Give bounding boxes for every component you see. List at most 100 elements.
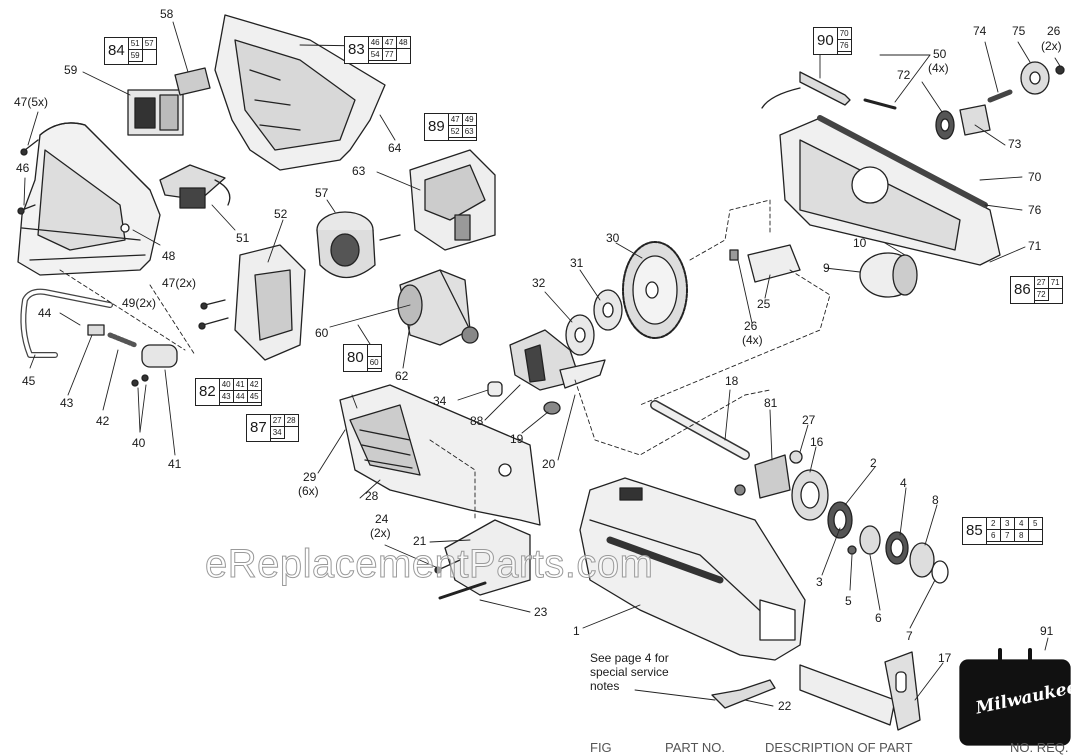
kit-part: 70	[837, 28, 851, 40]
kit-part: 3	[1000, 518, 1015, 530]
part-label: (2x)	[1041, 39, 1062, 53]
part-label: 1	[573, 624, 580, 638]
leader-lines	[23, 21, 1061, 707]
part-label: 28	[365, 489, 379, 503]
kit-box-82: 82 40 41 42 43 44 45	[195, 378, 262, 406]
part-label: 73	[1008, 137, 1022, 151]
kit-box-86: 86 27 71 72	[1010, 276, 1063, 304]
part-label: (4x)	[928, 61, 949, 75]
kit-box-85: 85 2 3 4 5 6 7 8	[962, 517, 1043, 545]
assembly-dashes	[59, 199, 831, 521]
part-label: 48	[162, 249, 176, 263]
part-label: 52	[274, 207, 288, 221]
kit-part: 76	[837, 40, 851, 52]
kit-part: 63	[462, 126, 476, 138]
kit-number: 80	[344, 345, 368, 371]
fan-housing-63-shape	[409, 149, 496, 251]
kit-part: 27	[270, 415, 285, 427]
part-label: (2x)	[370, 526, 391, 540]
kit-part: 2	[986, 518, 1001, 530]
part-label: 18	[725, 374, 739, 388]
shoe-17-shape	[799, 651, 921, 731]
pipe-45-shape	[20, 288, 113, 358]
part-label: 29	[303, 470, 317, 484]
part-label: 75	[1012, 24, 1026, 38]
kit-part: 57	[142, 38, 156, 50]
armature-60-shape	[397, 269, 479, 346]
part-label: 8	[932, 493, 939, 507]
kit-part: 41	[233, 379, 248, 391]
part-label: 71	[1028, 239, 1042, 253]
cam-41-parts	[87, 324, 178, 387]
part-label: 58	[160, 7, 174, 21]
kit-box-87: 87 27 28 34	[246, 414, 299, 442]
part-label: 9	[823, 261, 830, 275]
note-line: special service	[590, 665, 669, 679]
part-label: 70	[1028, 170, 1042, 184]
part-label: 7	[906, 629, 913, 643]
kit-number: 82	[196, 379, 220, 405]
part-label: 23	[534, 605, 548, 619]
kit-number: 83	[345, 37, 369, 63]
stator-57-shape	[316, 211, 401, 278]
part-label: 5	[845, 594, 852, 608]
kit-part: 45	[247, 391, 261, 403]
part-label: 3	[816, 575, 823, 589]
kit-number: 87	[247, 415, 271, 441]
kit-part: 77	[382, 49, 397, 61]
kit-part: 8	[1014, 530, 1029, 542]
kit-number: 85	[963, 518, 987, 544]
switch-59-shape	[127, 89, 184, 136]
board-51-shape	[159, 164, 231, 209]
plunger-18-shape	[650, 400, 750, 460]
part-label: 81	[764, 396, 778, 410]
kit-part: 46	[368, 37, 383, 49]
kit-part: 6	[986, 530, 1001, 542]
kit-part: 40	[219, 379, 234, 391]
kit-number: 90	[814, 28, 838, 54]
kit-number: 84	[105, 38, 129, 64]
nose-housing-1-shape	[579, 477, 806, 661]
watermark: eReplacementParts.com	[204, 542, 654, 587]
part-label: 57	[315, 186, 329, 200]
part-label: 26	[744, 319, 758, 333]
part-label: 88	[470, 414, 484, 428]
kit-number: 89	[425, 114, 449, 140]
kit-part: 27	[1034, 277, 1049, 289]
part-label: 34	[433, 394, 447, 408]
part-label: 19	[510, 432, 524, 446]
part-label: 47(5x)	[14, 95, 49, 109]
kit-part: 43	[219, 391, 234, 403]
part-label: 16	[810, 435, 824, 449]
kit-part: 60	[367, 357, 381, 369]
part-label: 46	[16, 161, 30, 175]
part-label: 42	[96, 414, 110, 428]
kit-part: 42	[247, 379, 261, 391]
part-label: 24	[375, 512, 389, 526]
kit-part: 71	[1048, 277, 1062, 289]
kit-box-84: 84 51 57 59	[104, 37, 157, 65]
part-label: 40	[132, 436, 146, 450]
part-label: 72	[897, 68, 911, 82]
kit-part: 48	[396, 37, 410, 49]
kit-part: 44	[233, 391, 248, 403]
part-label: 6	[875, 611, 882, 625]
kit-part: 47	[448, 114, 463, 126]
kit-part: 34	[270, 427, 285, 439]
note-line: See page 4 for	[590, 651, 669, 665]
part-label: 27	[802, 413, 816, 427]
part-label: 43	[60, 396, 74, 410]
kit-part: 49	[462, 114, 476, 126]
part-label: 44	[38, 306, 52, 320]
part-label: 47(2x)	[162, 276, 197, 290]
part-label: 45	[22, 374, 36, 388]
part-label: 25	[757, 297, 771, 311]
kit-part: 28	[284, 415, 298, 427]
part-label: 2	[870, 456, 877, 470]
part-label: 76	[1028, 203, 1042, 217]
note-line: notes	[590, 679, 620, 693]
part-label: 59	[64, 63, 78, 77]
handle-housing-shape	[17, 122, 161, 276]
part-label: 10	[853, 236, 867, 250]
part-label: 50	[933, 47, 947, 61]
